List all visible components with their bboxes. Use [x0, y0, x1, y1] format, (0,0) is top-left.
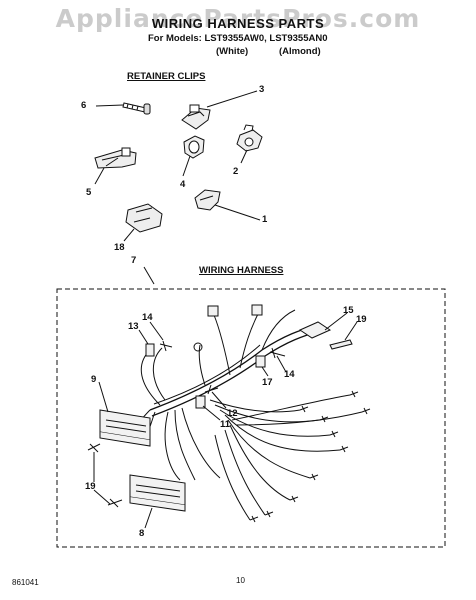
callout-17: 17 — [262, 377, 273, 388]
watermark-text: AppliancePartsPros.com — [55, 4, 421, 33]
harness-terminals — [87, 339, 371, 523]
callout-14-right: 14 — [284, 369, 295, 380]
callout-18: 18 — [114, 242, 125, 253]
models-line: For Models: LST9355AW0, LST9355AN0 — [148, 33, 328, 44]
footer-code: 861041 — [12, 578, 39, 587]
callout-3: 3 — [259, 84, 265, 95]
callout-19-top: 19 — [356, 314, 367, 325]
part-6-screw — [122, 102, 151, 115]
part-18-sleeve — [125, 203, 163, 233]
callout-9: 9 — [91, 374, 97, 385]
harness-wires — [129, 309, 363, 521]
callout-13: 13 — [128, 321, 139, 332]
part-3-clip — [181, 104, 211, 130]
color-white-label: (White) — [216, 46, 249, 57]
part-5-clip — [94, 147, 137, 169]
page-number: 10 — [236, 576, 245, 585]
part-4-clip — [183, 135, 205, 159]
callout-14-top: 14 — [142, 312, 153, 323]
callout-6: 6 — [81, 100, 87, 111]
callout-12: 12 — [227, 408, 238, 419]
color-almond-label: (Almond) — [279, 46, 321, 57]
callout-8: 8 — [139, 528, 145, 539]
wiring-harness-heading: WIRING HARNESS — [199, 265, 284, 276]
callout-15: 15 — [343, 305, 354, 316]
callout-5: 5 — [86, 187, 92, 198]
callout-4: 4 — [180, 179, 186, 190]
harness-dashed-boundary — [56, 288, 446, 548]
retainer-clips-heading: RETAINER CLIPS — [127, 71, 206, 82]
callout-7: 7 — [131, 255, 137, 266]
part-2-clip — [236, 124, 263, 152]
harness-connectors — [99, 304, 332, 512]
callout-19-left: 19 — [85, 481, 96, 492]
leader-lines-harness — [93, 312, 358, 529]
callout-11: 11 — [220, 419, 231, 430]
callout-2: 2 — [233, 166, 239, 177]
leader-lines-clips — [94, 90, 261, 285]
callout-1: 1 — [262, 214, 268, 225]
page-title: WIRING HARNESS PARTS — [151, 16, 325, 31]
part-1-clip — [194, 189, 221, 211]
